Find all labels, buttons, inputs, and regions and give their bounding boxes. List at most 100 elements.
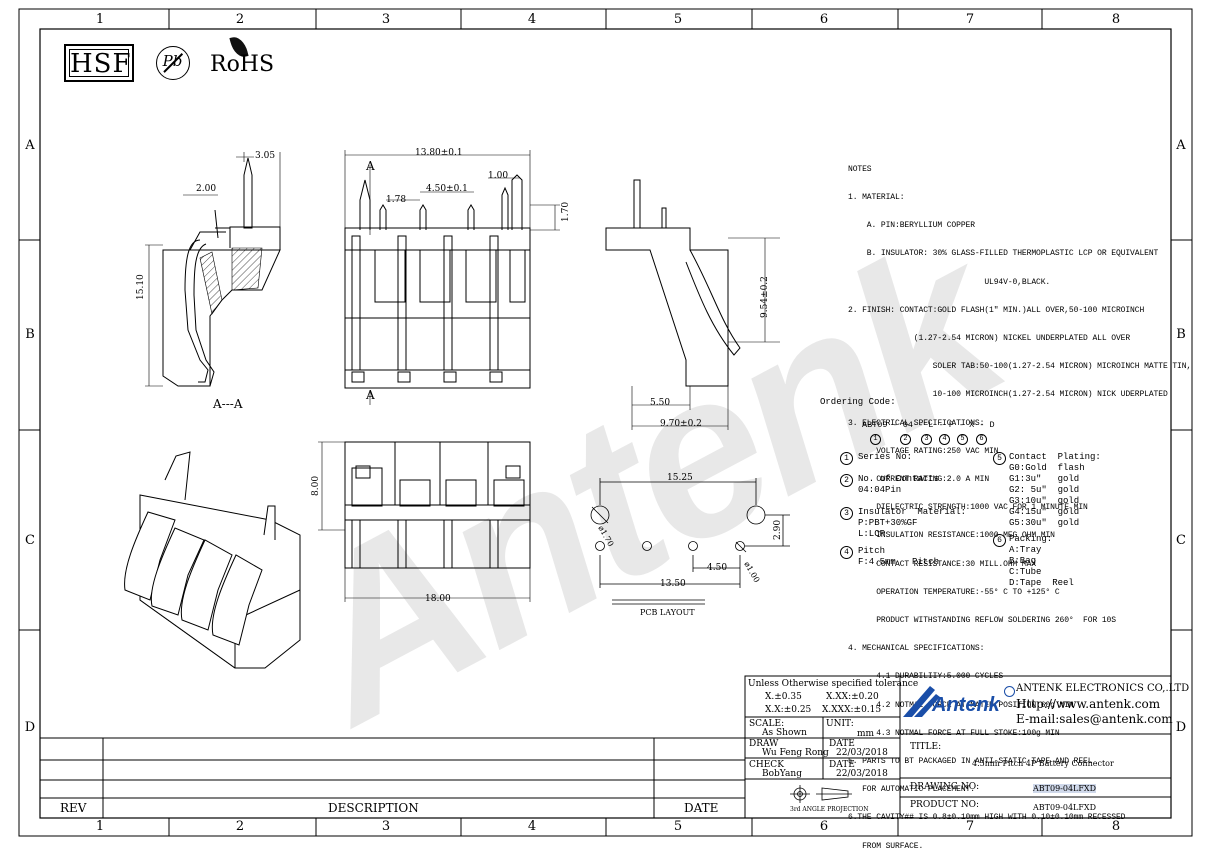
legend-label: No. of Contacts: [858, 474, 940, 484]
row-label-c: C: [25, 533, 35, 548]
title-label: TITLE:: [910, 742, 942, 752]
col-label-7-bottom: 7: [965, 819, 975, 834]
legend-value: D:Tape Reel: [1009, 578, 1074, 588]
tolerance-3: X.X:±0.25: [765, 705, 812, 715]
drawing-no-value: ABT09-04LFXD: [1033, 784, 1097, 793]
note-line: NOTES: [848, 164, 872, 174]
legend-label: Insulator Material:: [858, 507, 967, 517]
legend-marker: 4: [840, 546, 853, 559]
row-label-b-right: B: [1176, 327, 1186, 342]
scale-value: As Shown: [762, 728, 807, 738]
pcb-layout-caption: PCB LAYOUT: [640, 608, 695, 617]
legend-marker: 3: [840, 507, 853, 520]
note-line: CONTACT RESISTANCE:30 MILL.OHM MAX: [848, 559, 1037, 569]
ordering-marker: 6: [976, 434, 987, 445]
note-line: INSULATION RESISTANCE:1000 MEG OHM MIN: [848, 531, 1055, 541]
dim-1-00: 1.00: [488, 171, 509, 181]
drawing-no-label: DRAWING NO:: [910, 782, 980, 792]
company-name: ANTENK ELECTRONICS CO,.LTD: [1016, 683, 1190, 694]
col-label-1: 1: [95, 12, 105, 27]
hsf-text: HSF: [69, 49, 132, 79]
legend-value: G1:3u" gold: [1009, 474, 1080, 484]
row-label-d-right: D: [1175, 720, 1187, 735]
ordering-marker: 1: [870, 434, 881, 445]
note-line: 1. MATERIAL:: [848, 193, 905, 203]
note-line: (1.27-2.54 MICRON) NICKEL UNDERPLATED AL…: [848, 334, 1131, 344]
col-label-8: 8: [1111, 12, 1121, 27]
company-url: Http://www.antenk.com: [1016, 697, 1161, 711]
note-line: 5. PARTS TO BT PACKAGED IN ANTI-STATIC T…: [848, 757, 1093, 767]
legend-value: G2: 5u" gold: [1009, 485, 1080, 495]
col-label-4-bottom: 4: [527, 819, 537, 834]
col-label-2: 2: [235, 12, 245, 27]
ordering-marker: 4: [939, 434, 950, 445]
legend-marker: 5: [993, 452, 1006, 465]
col-label-5-bottom: 5: [673, 819, 683, 834]
legend-marker: 2: [840, 474, 853, 487]
dim-15-25: 15.25: [667, 473, 693, 483]
product-no-label: PRODUCT NO:: [910, 800, 980, 810]
note-line: 3. ELECTRICAL SPECIFICATIONS:: [848, 418, 985, 428]
row-label-a-right: A: [1176, 138, 1186, 153]
registered-icon: [1004, 686, 1015, 697]
dim-9-70: 9.70±0.2: [660, 419, 702, 429]
title-value: 4.5mm Pitch 4P Battery Connector: [972, 759, 1114, 768]
note-line: PRODUCT WITHSTANDING REFLOW SOLDERING 26…: [848, 616, 1116, 626]
note-line: VOLTAGE RATING:250 VAC MIN: [848, 446, 999, 456]
note-line: B. INSULATOR: 30% GLASS-FILLED THERMOPLA…: [848, 249, 1159, 259]
projection-label: 3rd ANGLE PROJECTION: [790, 806, 869, 813]
row-label-b: B: [25, 327, 35, 342]
legend-value: A:Tray: [1009, 545, 1042, 555]
legend-value: F:4.5mm Pitch: [858, 557, 940, 567]
check-date-label: DATE: [829, 760, 855, 770]
tolerance-title: Unless Otherwise specified tolerance: [748, 679, 919, 689]
col-label-2-bottom: 2: [235, 819, 245, 834]
pb-free-icon: Pb: [156, 46, 190, 80]
note-line: OPERATION TEMPERATURE:-55° C TO +125° C: [848, 587, 1060, 597]
note-line: DIELECTRIC STRENGTH:1000 VAC FOR 1 MINUT…: [848, 503, 1088, 513]
ordering-code: ABT09 - 04 - L - F - X - D: [862, 420, 995, 430]
ordering-marker: 3: [921, 434, 932, 445]
draw-date: 22/03/2018: [836, 748, 888, 758]
unit-value: mm: [857, 729, 875, 739]
note-line: FROM SURFACE.: [848, 841, 924, 851]
legend-value: 04:04Pin: [858, 485, 902, 495]
description-header: DESCRIPTION: [328, 801, 419, 815]
dim-18-00: 18.00: [425, 594, 451, 604]
note-line: SOLER TAB:50-100(1.27-2.54 MICRON) MICRO…: [848, 362, 1192, 372]
tolerance-1: X.±0.35: [765, 692, 802, 702]
dim-4-50-tol: 4.50±0.1: [426, 184, 468, 194]
hsf-logo: HSF: [64, 44, 134, 82]
note-line: 4.3 NOTMAL FORCE AT FULL STOKE:100g MIN: [848, 728, 1060, 738]
note-line: UL94V-0,BLACK.: [848, 277, 1051, 287]
legend-value: B:Bag: [1009, 556, 1037, 566]
dim-3-05: 3.05: [255, 151, 276, 161]
section-label-top: A: [366, 159, 375, 173]
company-email: E-mail:sales@antenk.com: [1016, 712, 1173, 726]
legend-value: P:PBT+30%GF: [858, 518, 918, 528]
check-label: CHECK: [749, 760, 784, 770]
product-no-value: ABT09-04LFXD: [1033, 803, 1097, 812]
note-line: 4.1 DURABILIIY:5.000 CYCLES: [848, 672, 1004, 682]
legend-label: Contact Plating:: [1009, 452, 1101, 462]
date-header: DATE: [684, 801, 719, 815]
note-line: 4.2 NOTMAL FORCE AT MATED POSITION:60g M…: [848, 700, 1074, 710]
col-label-1-bottom: 1: [95, 819, 105, 834]
col-label-5: 5: [673, 12, 683, 27]
legend-value: G0:Gold flash: [1009, 463, 1085, 473]
legend-value: L:LCP: [858, 529, 886, 539]
section-caption: A---A: [213, 397, 243, 411]
rohs-logo: RoHS: [210, 52, 275, 77]
ordering-markers: 1 2 3 4 5 6: [868, 434, 992, 445]
check-date: 22/03/2018: [836, 769, 888, 779]
dim-5-50: 5.50: [650, 398, 671, 408]
draw-label: DRAW: [749, 739, 779, 749]
legend-label: Pitch: [858, 546, 886, 556]
legend-value: G5:30u" gold: [1009, 518, 1080, 528]
row-label-c-right: C: [1176, 533, 1186, 548]
note-line: 10-100 MICROINCH(1.27-2.54 MICRON) NICK …: [848, 390, 1168, 400]
tolerance-4: X.XXX:±0.15: [822, 705, 882, 715]
check-value: BobYang: [762, 769, 802, 779]
row-label-d: D: [24, 720, 36, 735]
